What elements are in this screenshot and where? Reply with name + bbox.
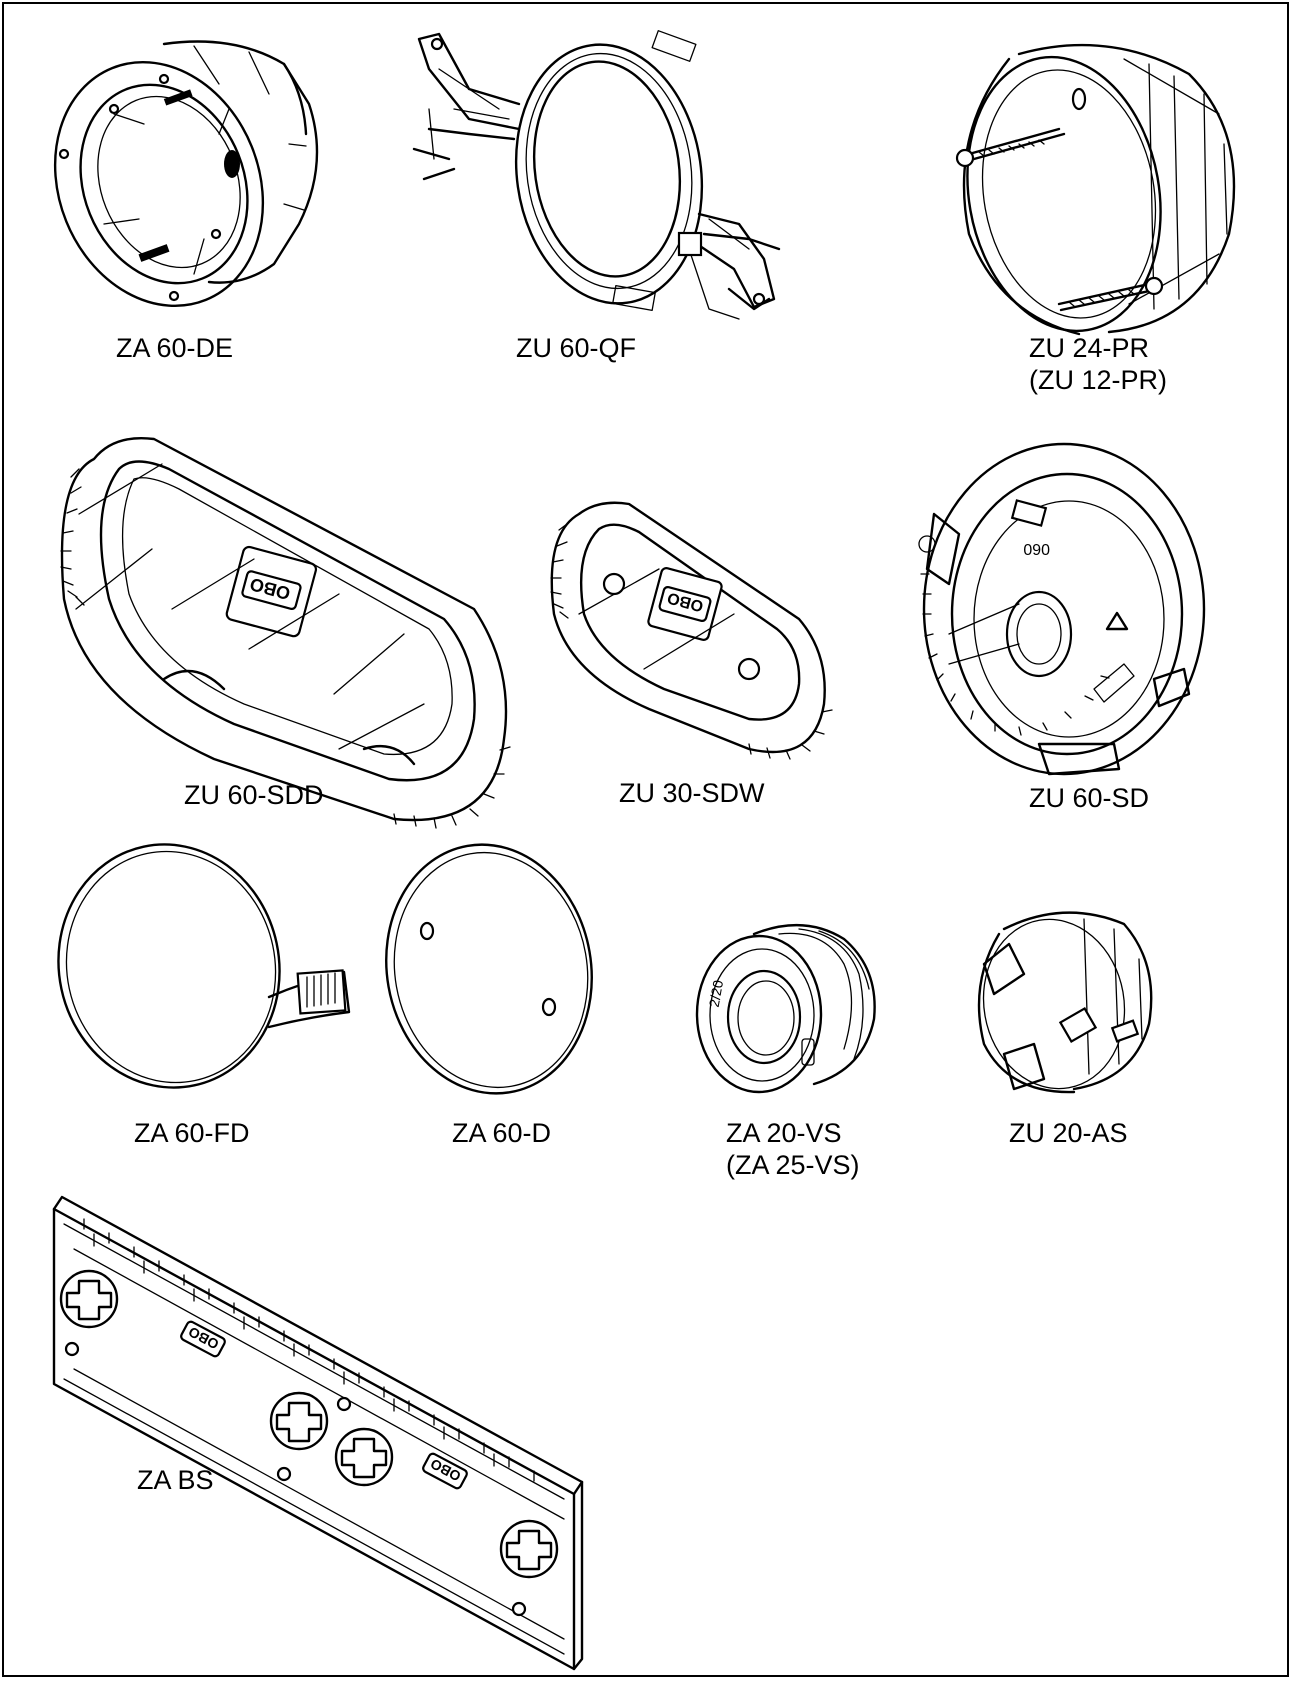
plaster-frame-icon: [412, 30, 781, 320]
part-zu-30-sdw: OBO: [539, 494, 833, 769]
part-code: ZU 30-SDW: [619, 778, 765, 808]
part-code: ZU 60-SDD: [184, 780, 324, 810]
extension-ring-icon: [955, 43, 1236, 336]
part-code: ZU 60-SD: [1029, 783, 1150, 813]
part-code: ZU 60-QF: [516, 333, 637, 363]
part-code: ZA 20-VS: [726, 1118, 842, 1148]
template-hole-1: [59, 1269, 119, 1329]
part-code: ZU 20-AS: [1009, 1118, 1128, 1148]
part-code: ZU 24-PR: [1029, 333, 1150, 363]
part-zu-24-pr: [949, 34, 1259, 344]
part-label-za-bs: ZA BS: [137, 1464, 214, 1496]
part-zu-60-sdd: OBO: [34, 419, 534, 829]
part-label-za-20-vs: ZA 20-VS (ZA 25-VS): [726, 1117, 860, 1181]
part-za-bs: OBO OBO: [34, 1189, 594, 1674]
part-code: ZA 60-D: [452, 1118, 552, 1148]
part-code: ZA 60-FD: [134, 1118, 250, 1148]
template-hole-3: [334, 1427, 394, 1487]
part-zu-60-qf: [409, 9, 809, 329]
cover-with-tab-icon: [57, 843, 351, 1089]
part-label-za-60-d: ZA 60-D: [452, 1117, 551, 1149]
part-label-za-60-de: ZA 60-DE: [116, 332, 233, 364]
adapter-ring-icon: [977, 911, 1153, 1094]
part-code-alt: (ZA 25-VS): [726, 1150, 860, 1180]
seal-size-mark: 2/20: [706, 979, 727, 1009]
part-zu-60-sd: 060: [918, 442, 1209, 779]
part-label-zu-20-as: ZU 20-AS: [1009, 1117, 1128, 1149]
cable-seal-icon: 2/20: [695, 924, 876, 1094]
part-za-60-d: [379, 839, 599, 1099]
wide-plaster-frame-icon: OBO: [550, 501, 833, 760]
part-code: ZA BS: [137, 1465, 214, 1495]
part-code: ZA 60-DE: [116, 333, 234, 363]
cover-plate-icon: [385, 843, 593, 1095]
part-za-20-vs: 2/20: [694, 919, 884, 1099]
part-label-zu-30-sdw: ZU 30-SDW: [619, 777, 765, 809]
part-label-zu-60-qf: ZU 60-QF: [516, 332, 636, 364]
template-hole-4: [499, 1519, 559, 1579]
part-za-60-de: [44, 24, 344, 324]
part-za-60-fd: [54, 842, 374, 1092]
part-label-zu-60-sdd: ZU 60-SDD: [184, 779, 324, 811]
part-label-zu-24-pr: ZU 24-PR (ZU 12-PR): [1029, 332, 1167, 396]
part-label-za-60-fd: ZA 60-FD: [134, 1117, 250, 1149]
part-code-alt: (ZU 12-PR): [1029, 365, 1168, 395]
part-label-zu-60-sd: ZU 60-SD: [1029, 782, 1149, 814]
template-hole-2: [269, 1391, 329, 1451]
mounting-ring-icon: [53, 40, 319, 308]
single-plaster-frame-icon: 060: [918, 442, 1206, 776]
double-plaster-frame-icon: OBO: [60, 437, 511, 829]
obo-mark-sd: 060: [1023, 540, 1050, 557]
part-zu-20-as: [964, 904, 1164, 1104]
drilling-template-icon: OBO OBO: [52, 1195, 584, 1671]
